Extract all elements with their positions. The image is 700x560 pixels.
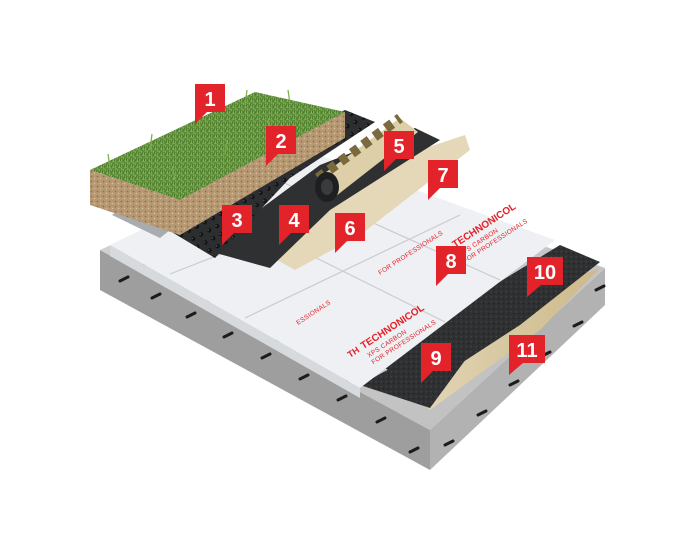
marker-label: 4	[288, 210, 300, 232]
layer-marker-6: 6	[335, 213, 365, 253]
layer-marker-7: 7	[428, 160, 458, 200]
marker-label: 3	[231, 210, 242, 232]
marker-label: 11	[516, 340, 537, 362]
marker-label: 9	[430, 348, 441, 370]
layer-marker-10: 10	[527, 257, 563, 297]
layer-marker-3: 3	[222, 205, 252, 245]
slab-right-face	[430, 268, 605, 470]
soil-right-face	[180, 112, 345, 235]
grass-top	[90, 92, 345, 200]
soil-front-face	[90, 170, 180, 235]
layer-marker-5: 5	[384, 131, 414, 171]
marker-label: 5	[393, 136, 404, 158]
marker-label: 6	[344, 218, 355, 240]
marker-label: 2	[275, 131, 286, 153]
layer-marker-11: 11	[509, 335, 545, 375]
layer-marker-9: 9	[421, 343, 451, 383]
layer-marker-2: 2	[266, 126, 296, 166]
marker-label: 10	[534, 262, 556, 284]
slab-front-face	[100, 250, 430, 470]
marker-label: 8	[445, 251, 456, 273]
layer-markers: 1 2 3 4 5 6 7 8	[195, 84, 563, 383]
marker-label: 1	[204, 89, 215, 111]
green-roof-soil	[90, 89, 345, 235]
layer-marker-8: 8	[436, 246, 466, 286]
layer-marker-4: 4	[279, 205, 309, 245]
xps-board-edge	[110, 245, 360, 398]
marker-label: 7	[437, 165, 448, 187]
layer-marker-1: 1	[195, 84, 225, 124]
